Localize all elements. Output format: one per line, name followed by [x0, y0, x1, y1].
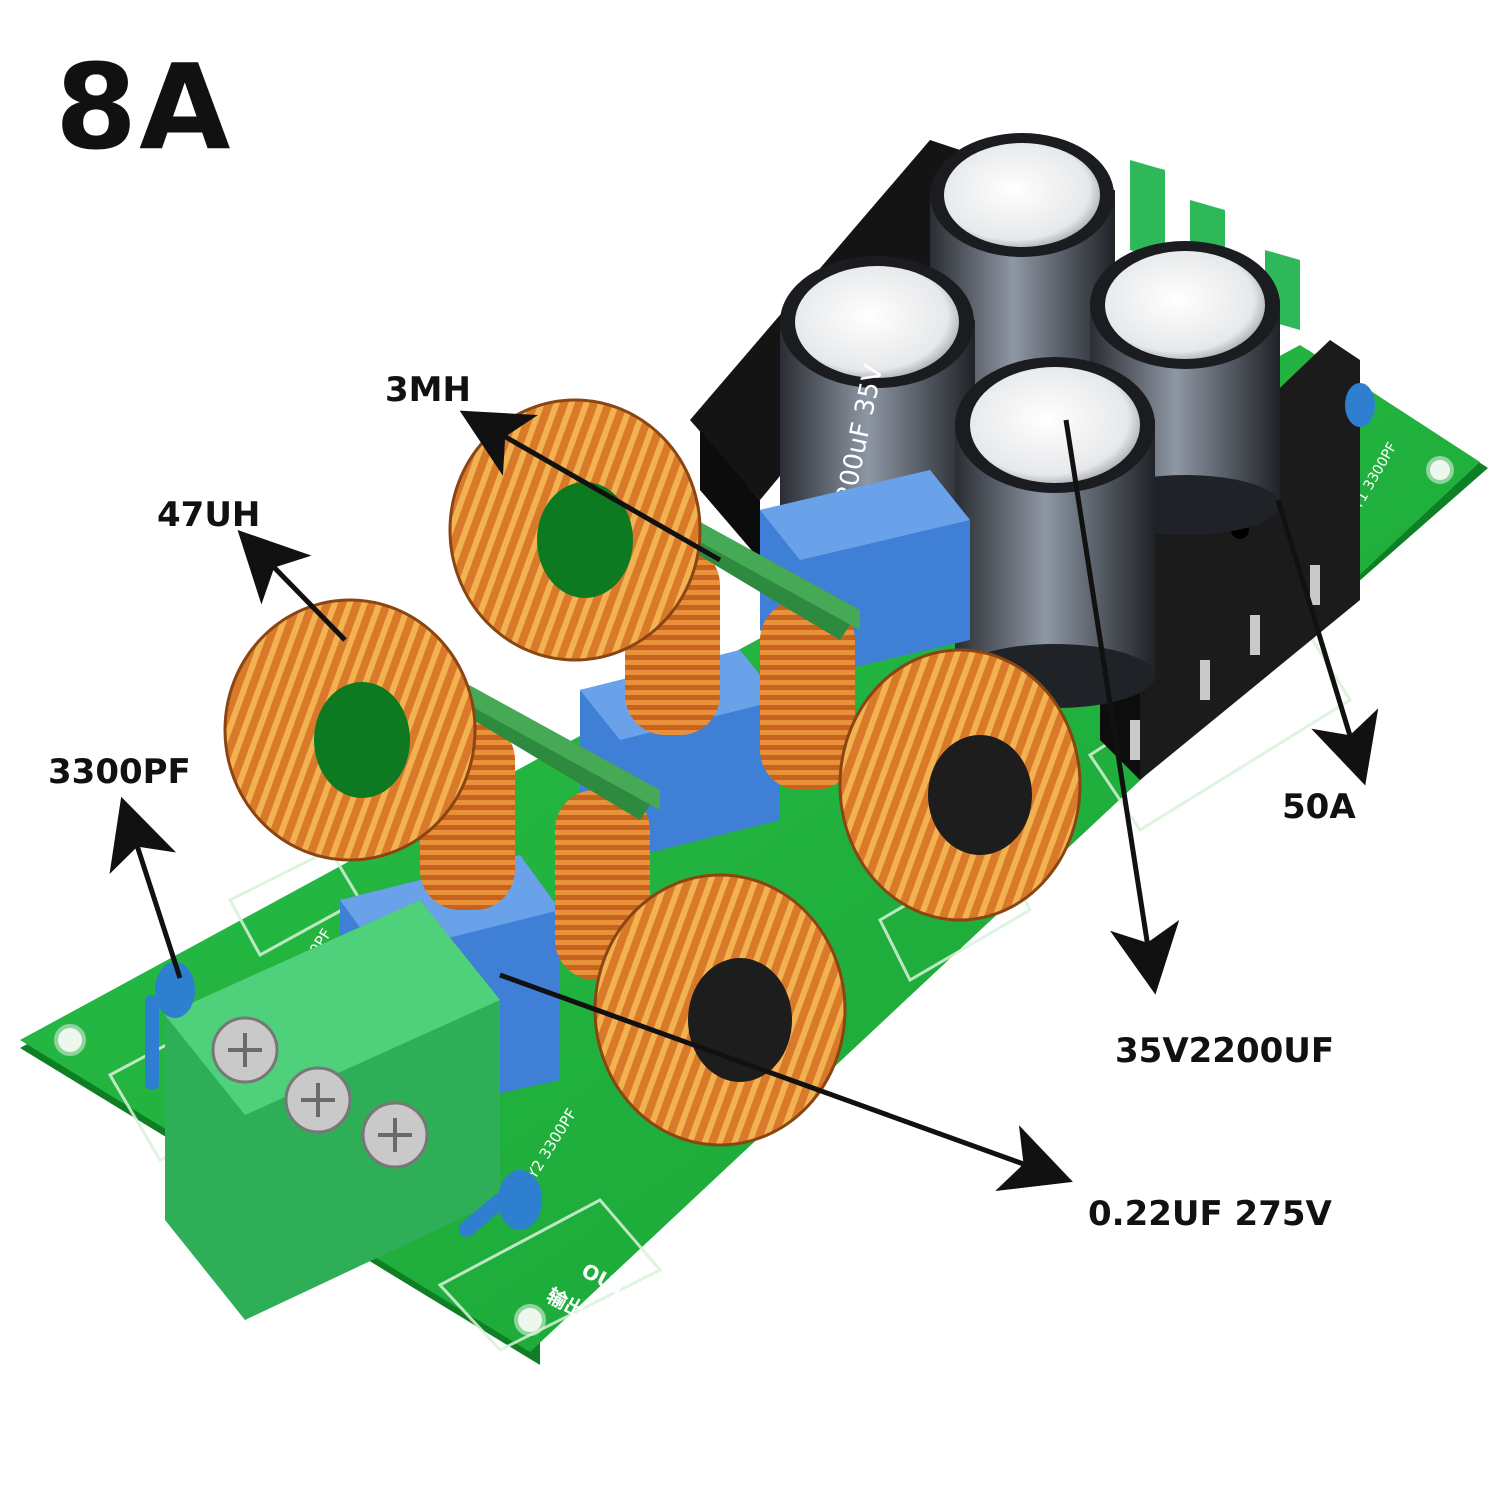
toroid-47uh — [223, 598, 477, 862]
toroid-front — [593, 873, 847, 1147]
terminal-block — [165, 900, 500, 1320]
electrolytic-capacitors: 2200uF 35V — [780, 133, 1280, 708]
y-capacitor-3300pf — [155, 962, 195, 1018]
arrow-022uf — [499, 972, 1073, 1192]
toroid-3mh — [448, 398, 702, 662]
arrow-50a — [1275, 499, 1379, 786]
callout-022uf-275v: 0.22UF 275V — [1088, 1194, 1332, 1234]
callout-3mh: 3MH — [385, 370, 471, 410]
arrow-47uh — [237, 529, 347, 642]
arrow-3300pf — [109, 796, 183, 979]
callout-3300pf: 3300PF — [48, 752, 191, 792]
toroid-right — [838, 648, 1082, 922]
arrow-3mh — [459, 410, 722, 563]
callout-35v2200uf: 35V2200UF — [1115, 1031, 1335, 1071]
callout-47uh: 47UH — [157, 495, 261, 535]
rectifier-pins — [1130, 565, 1320, 760]
mounting-holes — [54, 456, 1454, 1336]
current-rating-title: 8A — [55, 38, 233, 176]
y-capacitors — [145, 383, 1375, 1237]
arrow-35v2200uf — [1063, 419, 1180, 995]
screw-slots — [228, 1033, 412, 1152]
callout-arrows — [109, 410, 1379, 1192]
callout-50a: 50A — [1282, 787, 1356, 827]
